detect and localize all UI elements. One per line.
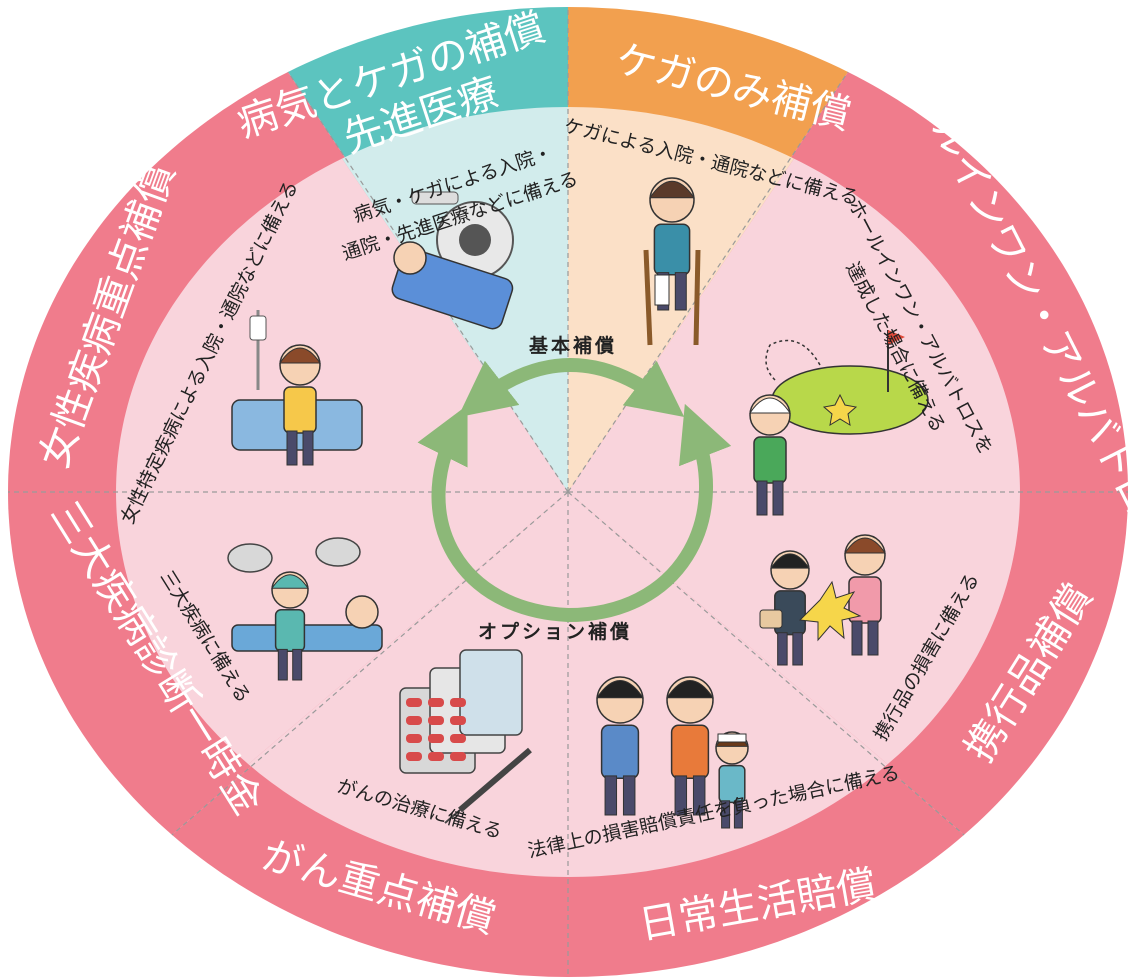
divider-line	[171, 491, 569, 836]
bag-snatch-thief-icon	[759, 534, 886, 666]
man-on-crutches-icon	[643, 177, 701, 346]
pills-syringe-icon	[399, 649, 532, 824]
cycle-arrows	[417, 358, 732, 623]
hospital-bed-scanner-icon	[391, 191, 514, 330]
basic-coverage-label: 基本補償	[528, 334, 617, 357]
illustrations	[227, 177, 929, 829]
surgeon-operating-icon	[227, 537, 383, 681]
apologizing-parents-icon	[596, 676, 749, 829]
divider-line	[567, 491, 965, 836]
option-arrow	[417, 403, 732, 623]
golfer-hole-in-one-icon	[749, 330, 929, 516]
option-coverage-label: オプション補償	[478, 620, 632, 643]
basic-arrow	[457, 358, 685, 418]
woman-hospital-bed-icon	[231, 310, 363, 466]
